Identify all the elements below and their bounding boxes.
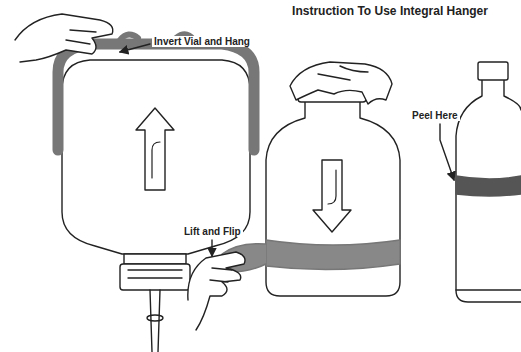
diagram-title: Instruction To Use Integral Hanger [290, 4, 490, 18]
step-label: Invert Vial and Hang [152, 36, 252, 47]
step-label: Peel Here [410, 110, 460, 121]
step-label: Lift and Flip [182, 226, 243, 237]
